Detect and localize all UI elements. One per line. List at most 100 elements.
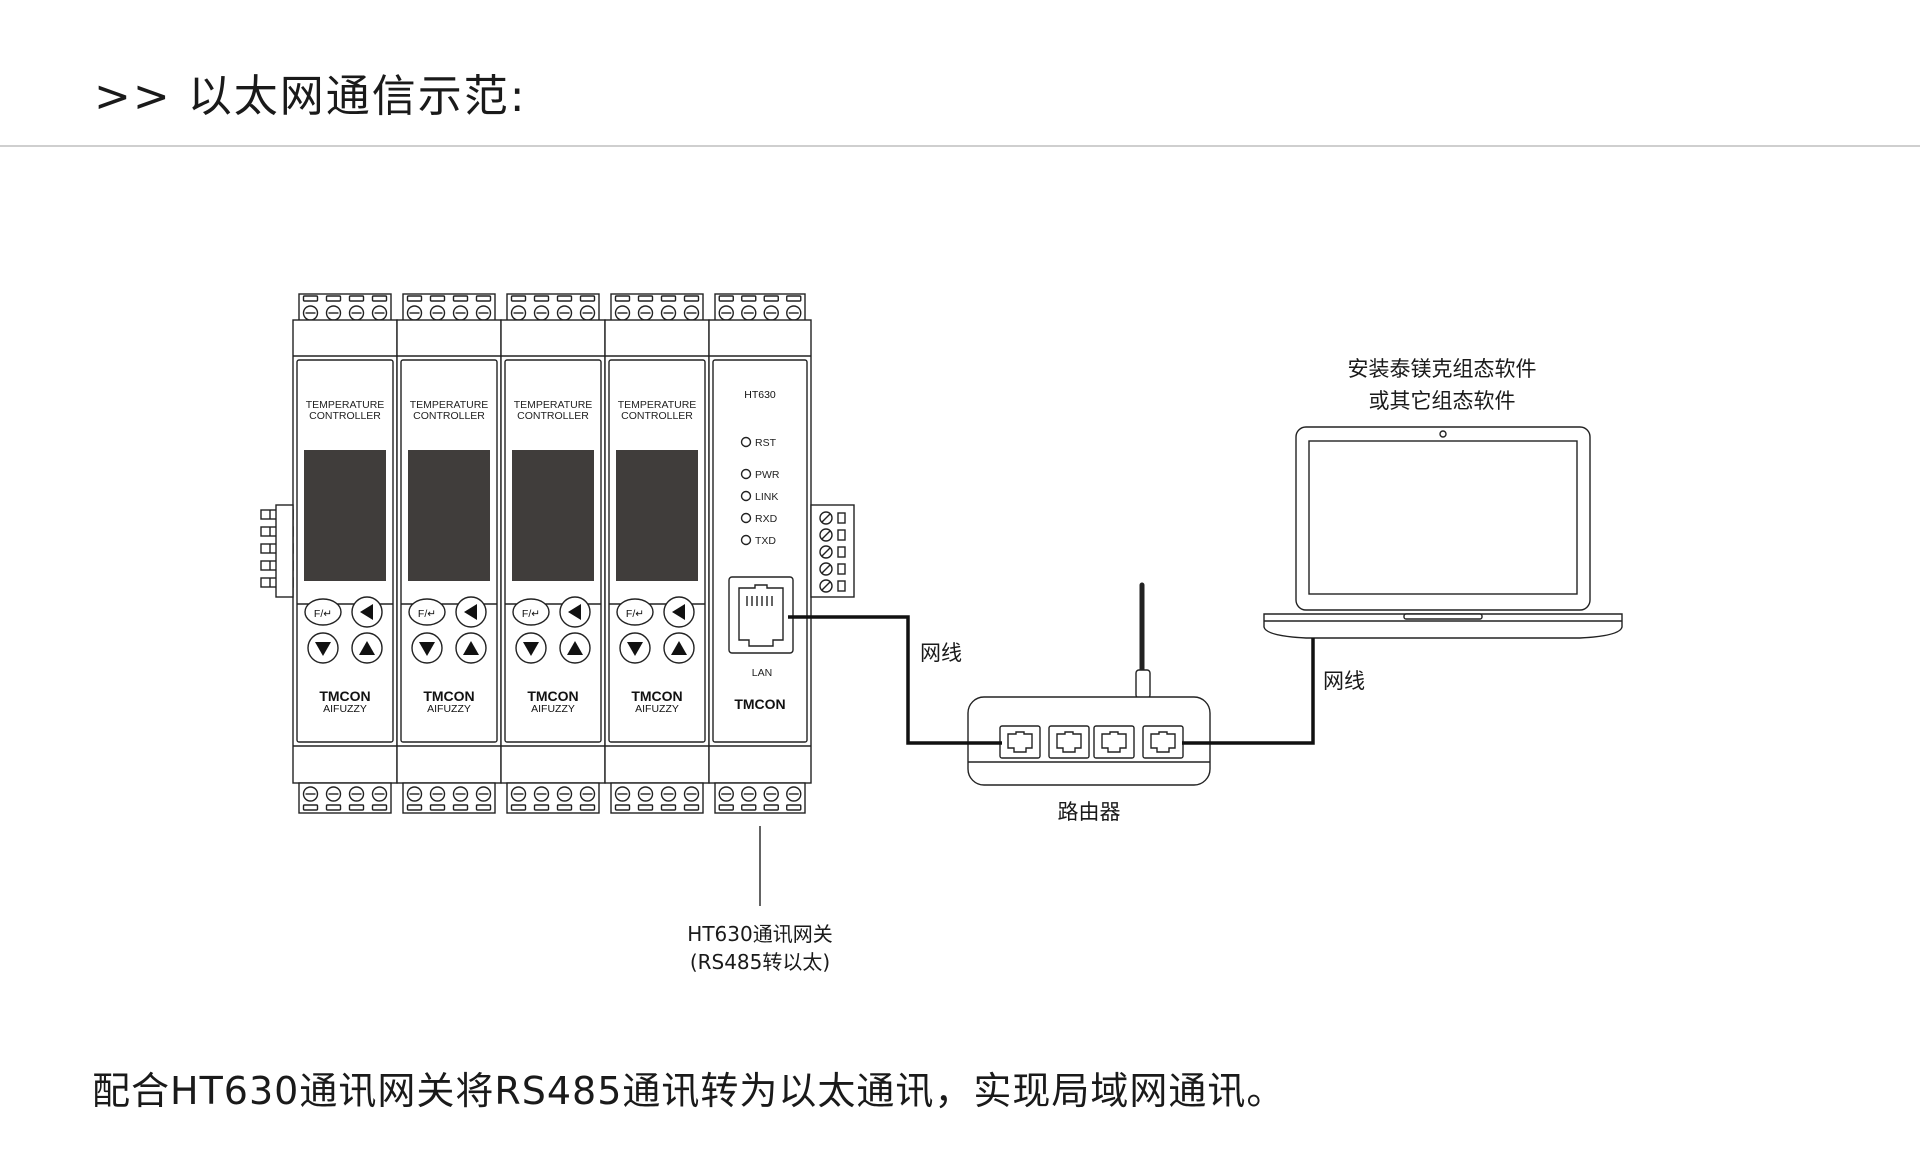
- terminal-block: [610, 293, 704, 325]
- laptop-notch: [1403, 613, 1483, 620]
- module-label-line1: TEMPERATURE: [514, 399, 593, 411]
- router-port-icon: [1056, 731, 1082, 753]
- led-label: TXD: [755, 535, 776, 547]
- up-arrow-icon: [463, 641, 479, 655]
- terminal-block: [298, 293, 392, 325]
- terminal-tab: [406, 295, 423, 302]
- terminal-tab: [452, 804, 469, 811]
- fn-key-button: [408, 598, 446, 626]
- module-label-line1: TEMPERATURE: [306, 399, 385, 411]
- module-label-line2: CONTROLLER: [621, 410, 693, 422]
- left-arrow-icon: [360, 604, 373, 620]
- down-arrow-icon: [419, 642, 435, 656]
- fn-key-label: F/↵: [314, 608, 332, 620]
- router-port-icon: [1101, 731, 1127, 753]
- gateway-caption-line2: (RS485转以太): [690, 950, 830, 974]
- terminal-block: [506, 782, 600, 814]
- side-connector-body: [275, 504, 294, 598]
- terminal-tab: [406, 804, 423, 811]
- side-terminal-tab: [837, 546, 846, 558]
- module-label-line1: TEMPERATURE: [618, 399, 697, 411]
- laptop-base: [1263, 613, 1623, 639]
- antenna-base: [1135, 669, 1151, 699]
- terminal-tab: [475, 804, 492, 811]
- fn-key-label: F/↵: [418, 608, 436, 620]
- terminal-tab: [683, 295, 700, 302]
- gateway-model-label: HT630: [744, 389, 776, 401]
- controller-modules: TEMPERATURECONTROLLERF/↵TMCONAIFUZZYTEMP…: [260, 293, 710, 814]
- lan-port-frame: [728, 576, 794, 654]
- fn-key-button: [304, 598, 342, 626]
- terminal-tab: [718, 295, 734, 302]
- side-terminal-slot: [821, 581, 831, 591]
- diagram-labels: 网线 网线 路由器 安装泰镁克组态软件 或其它组态软件 HT630通讯网关 (R…: [687, 357, 1536, 974]
- side-connector: [260, 504, 294, 598]
- terminal-tab: [429, 804, 446, 811]
- terminal-tab: [510, 295, 527, 302]
- terminal-tab: [741, 295, 757, 302]
- terminal-tab: [510, 804, 527, 811]
- gateway-face: [712, 359, 808, 743]
- side-terminal-tab: [837, 529, 846, 541]
- terminal-tab: [302, 295, 319, 302]
- side-terminal-tab: [837, 580, 846, 592]
- display-screen: [304, 450, 386, 581]
- terminal-tab: [348, 295, 365, 302]
- header-divider: [0, 145, 1920, 147]
- side-terminal-slot: [821, 564, 831, 574]
- terminal-block: [506, 293, 600, 325]
- down-arrow-icon: [315, 642, 331, 656]
- fn-key-button: [512, 598, 550, 626]
- left-arrow-icon: [672, 604, 685, 620]
- terminal-tab: [475, 295, 492, 302]
- laptop-screen: [1308, 440, 1578, 595]
- terminal-tab: [763, 295, 779, 302]
- terminal-tab: [637, 295, 654, 302]
- gateway-side-terminal: [810, 504, 855, 598]
- module-label-line2: CONTROLLER: [517, 410, 589, 422]
- terminal-tab: [452, 295, 469, 302]
- led-indicator: [740, 436, 752, 448]
- terminal-tab: [614, 295, 631, 302]
- terminal-tab: [556, 295, 573, 302]
- footer-caption: 配合HT630通讯网关将RS485通讯转为以太通讯，实现局域网通讯。: [92, 1069, 1286, 1113]
- sub-brand-label: AIFUZZY: [427, 703, 471, 715]
- router-label: 路由器: [1058, 800, 1121, 824]
- cable-label-left: 网线: [920, 641, 962, 665]
- led-indicator: [740, 490, 752, 502]
- display-screen: [616, 450, 698, 581]
- fn-key-button: [616, 598, 654, 626]
- terminal-tab: [325, 804, 342, 811]
- network-layer: [788, 426, 1623, 786]
- brand-logo: TMCON: [631, 688, 682, 704]
- side-terminal-tab: [837, 563, 846, 575]
- fn-key: F/↵: [616, 598, 654, 626]
- terminal-block: [610, 782, 704, 814]
- led-indicator: [740, 534, 752, 546]
- router-port: [999, 725, 1041, 759]
- terminal-tab: [741, 804, 757, 811]
- lan-port-icon: [738, 584, 784, 647]
- side-terminal-tab: [837, 512, 846, 524]
- down-arrow-icon: [627, 642, 643, 656]
- side-terminal-slot: [821, 530, 831, 540]
- down-arrow-icon: [523, 642, 539, 656]
- module-label-line2: CONTROLLER: [413, 410, 485, 422]
- brand-logo: TMCON: [423, 688, 474, 704]
- terminal-tab: [763, 804, 779, 811]
- terminal-tab: [302, 804, 319, 811]
- terminal-block: [402, 782, 496, 814]
- sub-brand-label: AIFUZZY: [635, 703, 679, 715]
- ethernet-cable-router-laptop: [1182, 638, 1315, 745]
- up-arrow-icon: [671, 641, 687, 655]
- terminal-tab: [533, 295, 550, 302]
- laptop-camera: [1439, 430, 1447, 438]
- gateway-caption-line1: HT630通讯网关: [687, 922, 832, 946]
- fn-key-label: F/↵: [522, 608, 540, 620]
- side-terminal-body: [810, 504, 855, 598]
